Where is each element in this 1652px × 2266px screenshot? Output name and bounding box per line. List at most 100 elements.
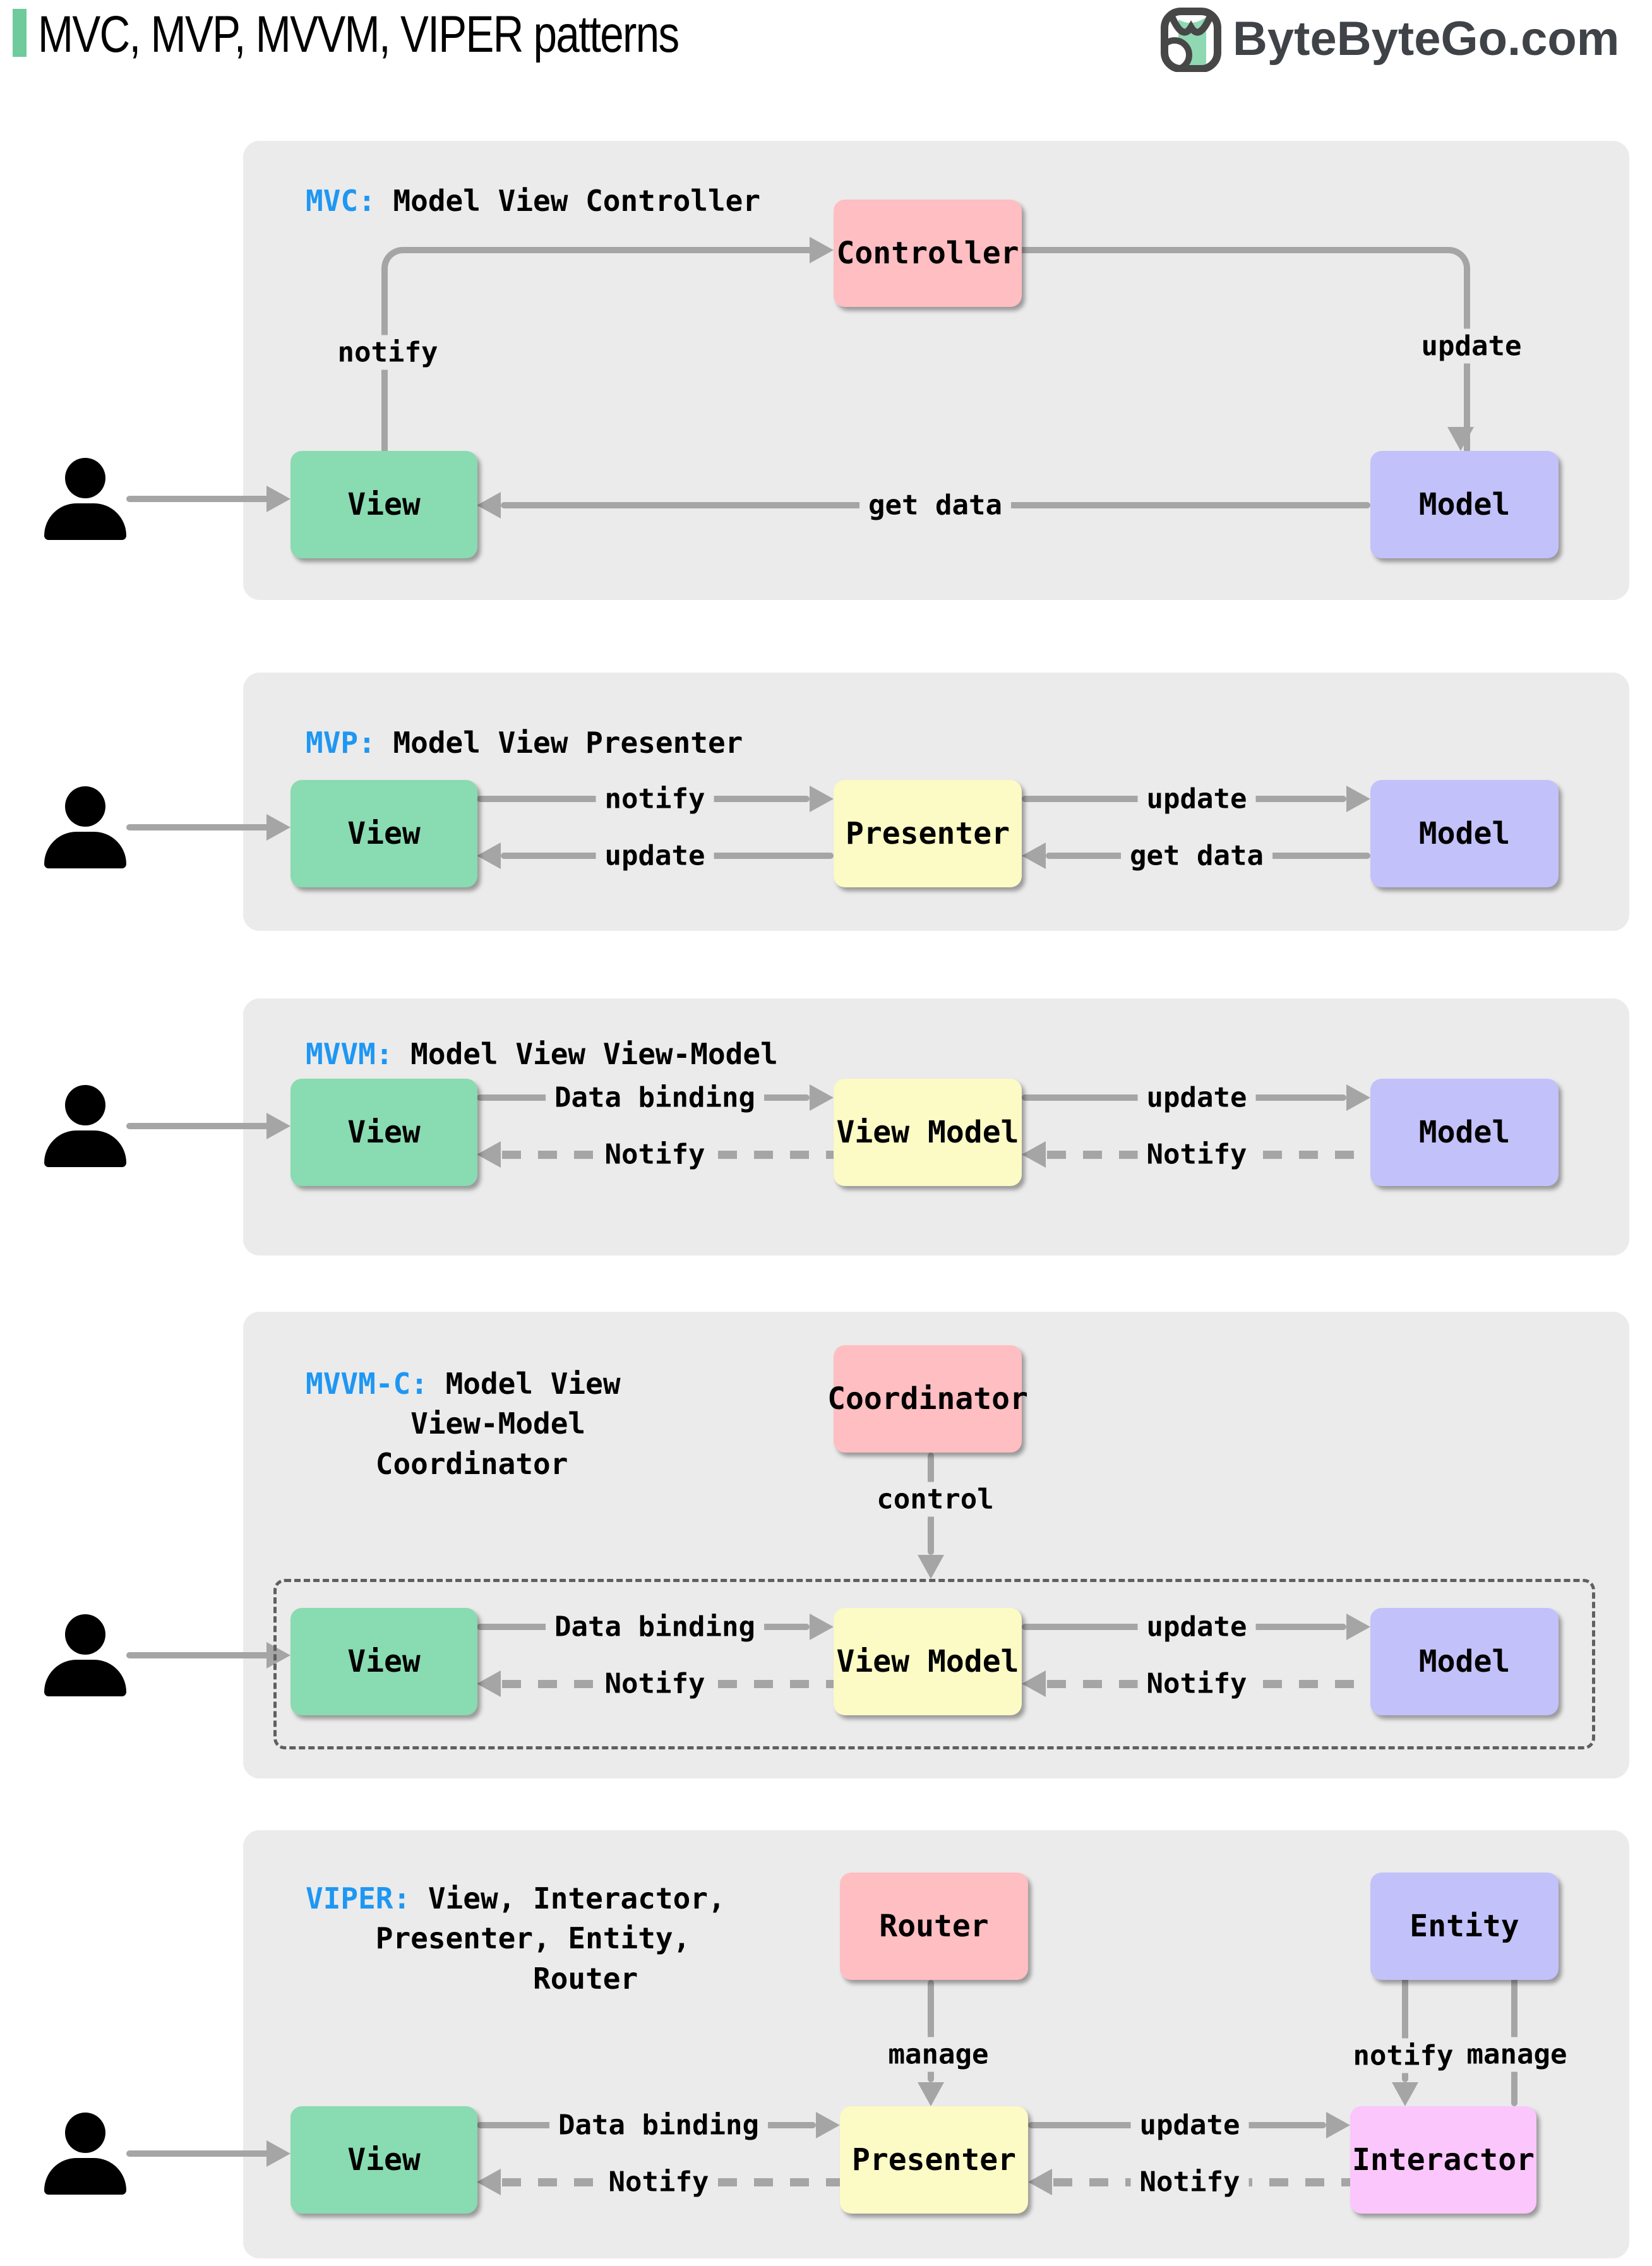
mvvmc-scope-dashed-box	[273, 1579, 1595, 1749]
viper-notify-entity-label: notify	[1344, 2038, 1463, 2073]
user-to-view-arrowhead	[266, 1113, 290, 1139]
mvvm-model-box: Model	[1370, 1079, 1559, 1186]
mvvmc-view-model-box: View Model	[834, 1608, 1022, 1715]
user-to-view-arrowhead	[266, 1642, 290, 1669]
viper-entity-box: Entity	[1370, 1873, 1559, 1980]
viper-data-binding-label: Data binding	[549, 2107, 768, 2143]
label-mvvm: MVVM: Model View View-Model	[306, 1034, 778, 1074]
viper-router-box: Router	[840, 1873, 1028, 1980]
mvvm-notify-vm-arrowhead	[1022, 1141, 1046, 1168]
user-to-view-arrow-line	[126, 824, 269, 830]
user-body-icon	[44, 1660, 126, 1696]
user-to-view-arrowhead	[266, 814, 290, 841]
title-accent-bar	[13, 9, 27, 57]
mvvmc-update-arrowhead	[1346, 1614, 1370, 1640]
viper-notify-entity-arrowhead	[1392, 2082, 1418, 2106]
page-title: MVC, MVP, MVVM, VIPER patterns	[38, 6, 679, 63]
mvvm-update-label: update	[1137, 1080, 1256, 1115]
mvp-notify-arrowhead	[810, 786, 834, 812]
mvvmc-notify-vm-label: Notify	[1137, 1666, 1256, 1701]
label-mvp-tag: MVP:	[306, 726, 376, 760]
viper-notify-entity-line	[1402, 1948, 1408, 2082]
mvvm-notify-view-arrowhead	[477, 1141, 501, 1168]
mvvm-data-binding-arrowhead	[810, 1084, 834, 1111]
user-body-icon	[44, 503, 126, 540]
label-viper: VIPER: View, Interactor, Presenter, Enti…	[306, 1879, 726, 1999]
viper-update-arrowhead	[1326, 2112, 1350, 2138]
mvvmc-data-binding-label: Data binding	[546, 1609, 764, 1645]
mvc-model-box: Model	[1370, 451, 1559, 558]
mvp-update-view-arrowhead	[477, 842, 501, 869]
user-head-icon	[65, 458, 105, 498]
mvvmc-notify-view-arrowhead	[477, 1670, 501, 1697]
mvc-get-data-label: get data	[859, 488, 1011, 523]
label-mvc: MVC: Model View Controller	[306, 181, 760, 221]
user-icon	[44, 458, 126, 540]
label-viper-desc: View, Interactor, Presenter, Entity, Rou…	[375, 1881, 726, 1996]
viper-interactor-box: Interactor	[1350, 2106, 1536, 2214]
user-to-view-arrow-line	[126, 496, 269, 502]
mvvmc-coordinator-box: Coordinator	[827, 1345, 1028, 1453]
mvvmc-notify-view-label: Notify	[596, 1666, 714, 1701]
user-to-view-arrow-line	[126, 2150, 269, 2157]
mvvm-view-model-box: View Model	[834, 1079, 1022, 1186]
mvc-view-box: View	[290, 451, 477, 558]
mvc-notify-arrowhead	[810, 237, 834, 263]
mvp-update-model-arrowhead	[1346, 786, 1370, 812]
label-mvvm-tag: MVVM:	[306, 1037, 393, 1071]
user-head-icon	[65, 786, 105, 827]
viper-notify-view-arrowhead	[477, 2169, 501, 2195]
mvvm-notify-vm-label: Notify	[1137, 1137, 1256, 1172]
user-icon	[44, 1614, 126, 1696]
viper-notify-presenter-arrowhead	[1028, 2169, 1052, 2195]
mvc-get-data-arrowhead	[477, 492, 501, 519]
mvp-get-data-label: get data	[1121, 838, 1272, 873]
mvvm-view-box: View	[290, 1079, 477, 1186]
viper-manage-router-label: manage	[879, 2037, 998, 2072]
mvp-view-box: View	[290, 780, 477, 887]
user-body-icon	[44, 832, 126, 868]
user-head-icon	[65, 1085, 105, 1125]
label-mvvm-c: MVVM-C: Model View View-Model Coordinato…	[306, 1364, 621, 1484]
viper-manage-entity-label: manage	[1457, 2037, 1576, 2072]
mvp-model-box: Model	[1370, 780, 1559, 887]
viper-manage-router-arrowhead	[918, 2082, 944, 2106]
label-mvc-tag: MVC:	[306, 184, 376, 218]
user-icon	[44, 786, 126, 868]
user-to-view-arrowhead	[266, 2140, 290, 2167]
viper-update-label: update	[1130, 2107, 1249, 2143]
mvvmc-control-arrowhead	[918, 1555, 944, 1579]
mvp-presenter-box: Presenter	[834, 780, 1022, 887]
mvvmc-data-binding-arrowhead	[810, 1614, 834, 1640]
mvp-notify-label: notify	[596, 781, 714, 817]
mvc-controller-box: Controller	[834, 200, 1022, 307]
mvvmc-control-label: control	[868, 1482, 1003, 1517]
mvp-get-data-arrowhead	[1022, 842, 1046, 869]
mvvmc-model-box: Model	[1370, 1608, 1559, 1715]
mvvmc-update-label: update	[1137, 1609, 1256, 1645]
viper-presenter-box: Presenter	[840, 2106, 1028, 2214]
label-mvp: MVP: Model View Presenter	[306, 723, 743, 763]
label-mvvm-desc: Model View View-Model	[393, 1037, 778, 1071]
label-mvp-desc: Model View Presenter	[375, 726, 743, 760]
viper-view-box: View	[290, 2106, 477, 2214]
label-viper-tag: VIPER:	[306, 1881, 411, 1915]
viper-notify-view-label: Notify	[599, 2164, 718, 2200]
label-mvvm-c-desc: Model View View-Model Coordinator	[375, 1367, 621, 1481]
user-icon	[44, 1085, 126, 1167]
mvp-update-view-label: update	[596, 838, 714, 873]
user-icon	[44, 2113, 126, 2195]
mvvm-data-binding-label: Data binding	[546, 1080, 764, 1115]
mvc-update-label: update	[1412, 328, 1531, 364]
viper-manage-router-line	[928, 1980, 934, 2082]
user-body-icon	[44, 2158, 126, 2195]
bytebytego-logo-icon	[1161, 8, 1221, 72]
label-mvc-desc: Model View Controller	[375, 184, 761, 218]
bytebytego-logo-text: ByteByteGo.com	[1233, 12, 1620, 66]
user-to-view-arrow-line	[126, 1652, 269, 1658]
mvvmc-view-box: View	[290, 1608, 477, 1715]
mvvmc-notify-vm-arrowhead	[1022, 1670, 1046, 1697]
mvp-update-model-label: update	[1137, 781, 1256, 817]
mvc-controller-to-model-connector	[1022, 247, 1470, 457]
